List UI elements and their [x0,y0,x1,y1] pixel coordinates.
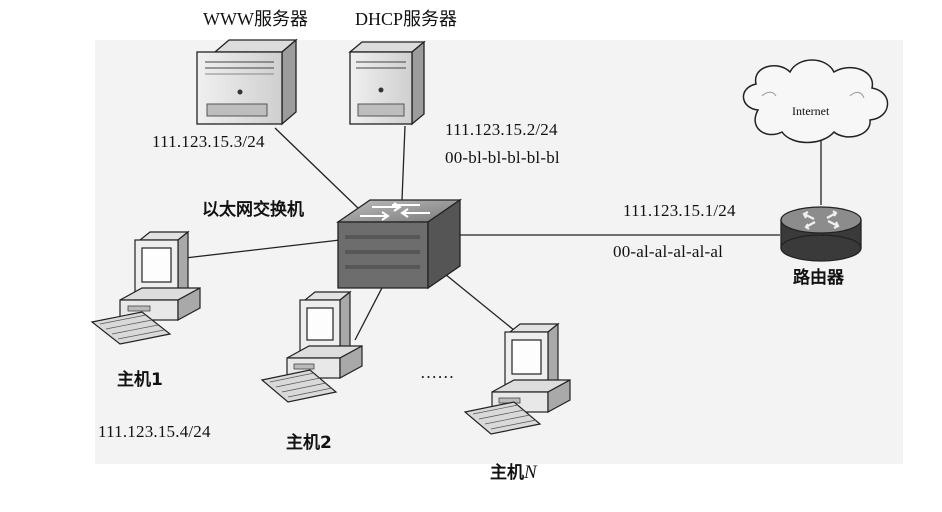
edge-switch-hostN [439,269,521,336]
router-icon [780,206,862,262]
edge-dhcp-switch [401,125,406,201]
cloud-icon [742,59,889,144]
dhcp-server-mac: 00-bl-bl-bl-bl-bl [445,148,560,167]
switch-icon [335,198,463,290]
host1-label: 主机1 [117,370,163,390]
www-server-icon [196,38,298,126]
router-ip: 111.123.15.1/24 [623,201,736,220]
hosts-ellipsis: …… [420,363,455,382]
dhcp-server-icon [348,40,426,126]
dhcp-server-ip: 111.123.15.2/24 [445,120,558,139]
edge-switch-host1 [184,239,341,259]
hostN-computer-icon [463,322,571,435]
dhcp-server-title: DHCP服务器 [355,9,458,29]
router-mac: 00-al-al-al-al-al [613,242,724,261]
host2-computer-icon [260,290,363,403]
host1-computer-icon [90,230,201,345]
router-label: 路由器 [793,268,844,288]
internet-label: Internet [792,104,830,118]
edge-www-switch [274,127,361,211]
host2-label: 主机2 [286,433,332,453]
www-server-ip: 111.123.15.3/24 [152,132,265,151]
host1-ip: 111.123.15.4/24 [98,422,211,441]
switch-label: 以太网交换机 [202,200,304,220]
edge-switch-host2 [354,281,386,341]
www-server-title: WWW服务器 [203,9,308,29]
hostN-label: 主机N [490,462,537,483]
